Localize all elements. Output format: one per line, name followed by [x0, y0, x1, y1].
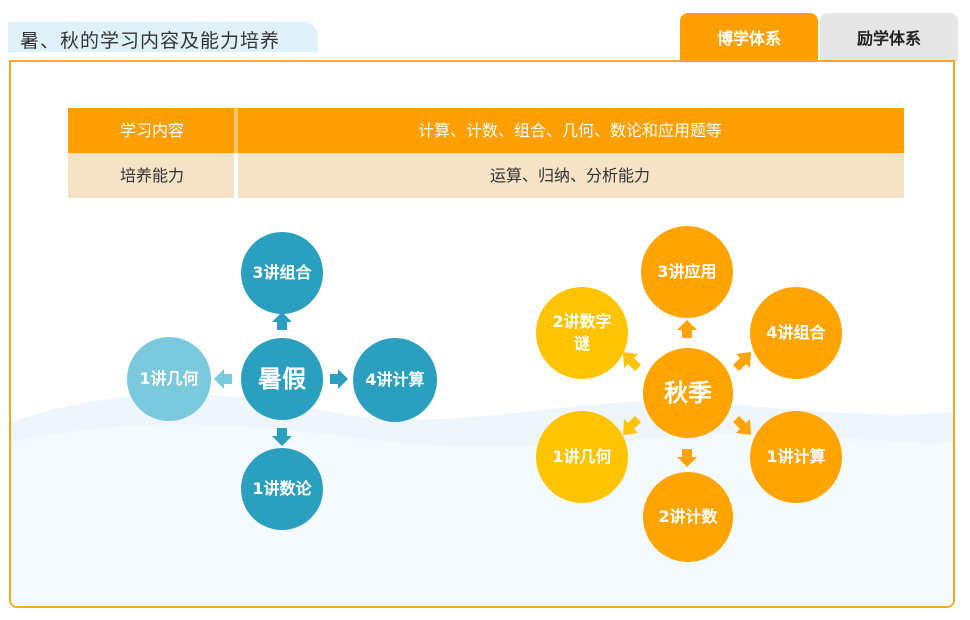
tab-lixue[interactable]: 励学体系	[820, 13, 958, 61]
arrow-lower-right-icon	[733, 416, 751, 435]
autumn-arrows	[623, 320, 751, 467]
arrow-right-icon	[330, 369, 348, 389]
autumn-node-bottom: 2讲计数	[643, 472, 733, 562]
table-row-value: 运算、归纳、分析能力	[489, 166, 650, 185]
autumn-center: 秋季	[643, 348, 733, 438]
arrow-up-icon	[677, 320, 697, 338]
table-divider	[234, 153, 238, 198]
summer-node-left: 1讲几何	[127, 337, 211, 421]
table-row-label: 培养能力	[119, 166, 184, 185]
learning-table: 学习内容 计算、计数、组合、几何、数论和应用题等 培养能力 运算、归纳、分析能力	[68, 108, 904, 198]
summer-node-right: 4讲计算	[353, 338, 437, 422]
arrow-down-icon	[677, 449, 697, 467]
autumn-node-top: 3讲应用	[641, 226, 733, 318]
arrow-down-icon	[272, 428, 292, 446]
table-row-content: 学习内容 计算、计数、组合、几何、数论和应用题等	[68, 108, 904, 153]
tab-boxue-label: 博学体系	[716, 29, 781, 48]
arrow-left-icon	[214, 369, 232, 389]
summer-center: 暑假	[241, 338, 323, 420]
page-title: 暑、秋的学习内容及能力培养	[8, 22, 318, 52]
arrow-lower-left-icon	[623, 416, 641, 435]
autumn-node-upper-right: 4讲组合	[750, 287, 842, 379]
page-title-text: 暑、秋的学习内容及能力培养	[20, 30, 281, 52]
arrow-upper-left-icon	[623, 352, 641, 371]
table-divider	[234, 108, 238, 153]
arrow-up-icon	[272, 312, 292, 330]
table-row-label: 学习内容	[119, 121, 184, 140]
content-panel: 学习内容 计算、计数、组合、几何、数论和应用题等 培养能力 运算、归纳、分析能力…	[9, 60, 955, 608]
summer-node-bottom: 1讲数论	[241, 448, 323, 530]
tab-lixue-label: 励学体系	[856, 29, 921, 48]
autumn-node-lower-right: 1讲计算	[750, 411, 842, 503]
tab-boxue[interactable]: 博学体系	[680, 13, 818, 61]
summer-arrows	[214, 312, 348, 446]
arrow-upper-right-icon	[733, 352, 751, 371]
table-row-value: 计算、计数、组合、几何、数论和应用题等	[417, 121, 722, 140]
autumn-node-lower-left: 1讲几何	[536, 411, 628, 503]
autumn-node-upper-left: 2讲数字谜	[536, 287, 628, 379]
table-row-ability: 培养能力 运算、归纳、分析能力	[68, 153, 904, 198]
summer-node-top: 3讲组合	[241, 232, 323, 314]
